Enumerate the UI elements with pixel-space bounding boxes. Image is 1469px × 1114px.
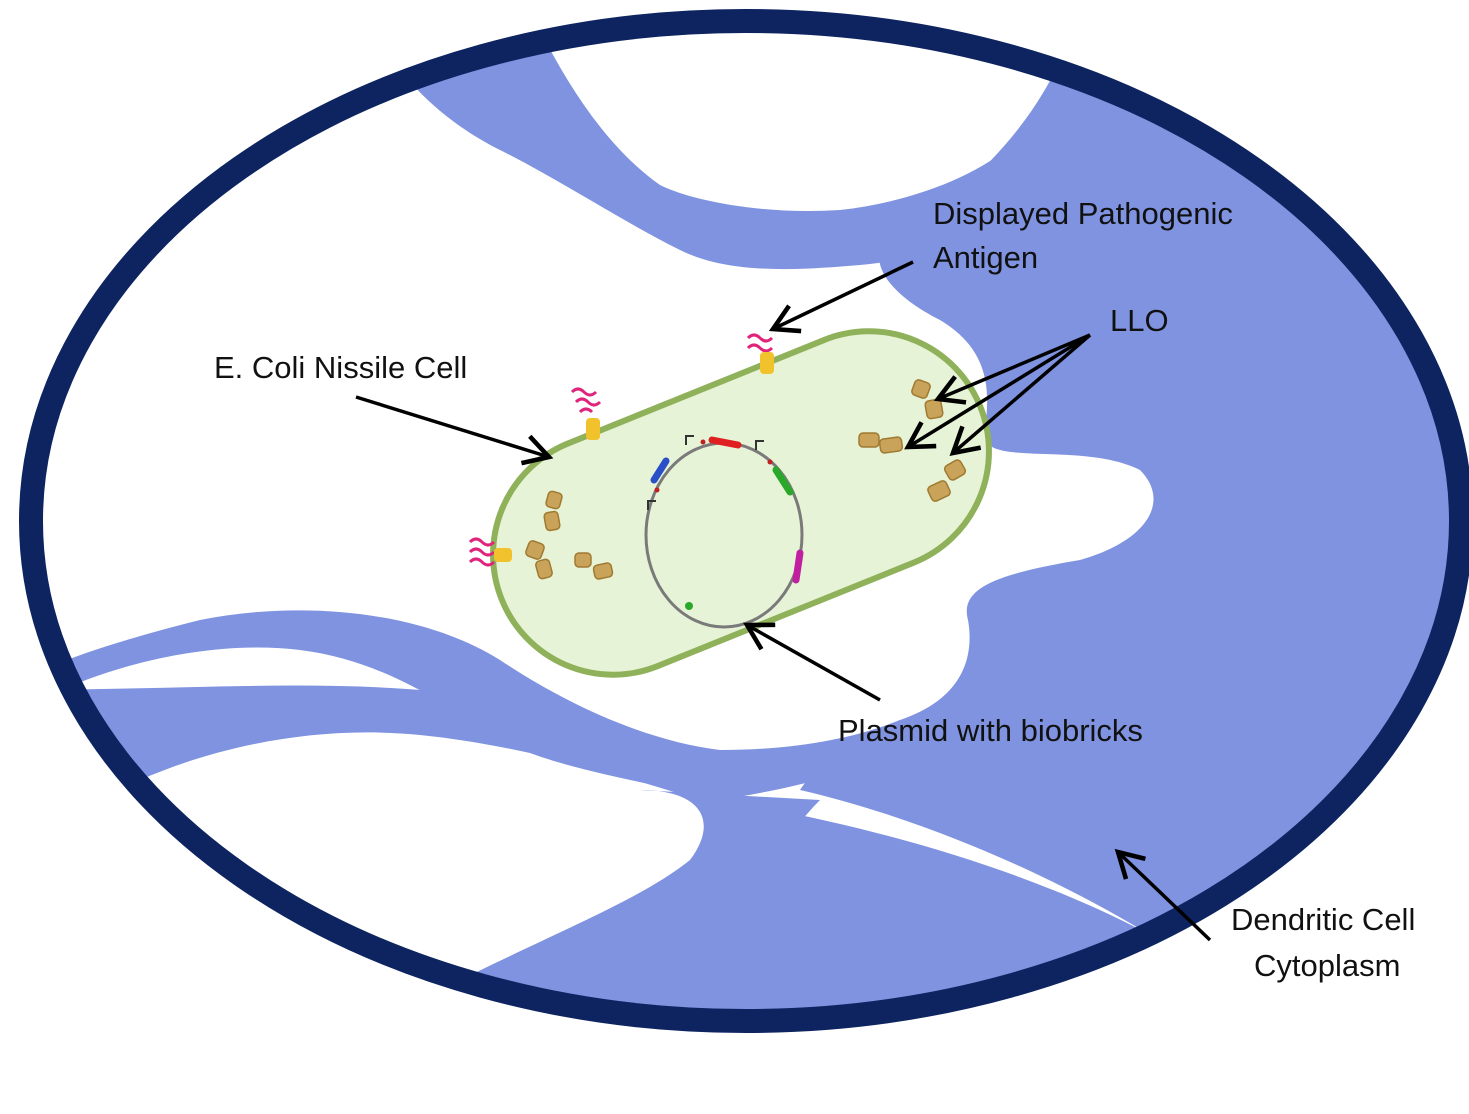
- arrow-ecoli: [355, 395, 554, 466]
- label-displayed-antigen-line2: Antigen: [933, 240, 1038, 275]
- llo-protein: [927, 459, 967, 502]
- cytoplasm-right-region: [800, 60, 1461, 935]
- arrow-llo-1: [933, 333, 1091, 405]
- plasmid: [644, 435, 804, 629]
- antigen-protein: [746, 333, 774, 374]
- arrow-cytoplasm: [1114, 848, 1212, 942]
- arrows: [355, 260, 1212, 942]
- ecoli-cell-body: [490, 328, 992, 678]
- cytoplasm-left-wedge: [31, 685, 700, 800]
- arrow-plasmid: [743, 622, 881, 702]
- cytoplasm-top-branch: [350, 21, 1050, 270]
- biobrick-magenta: [792, 549, 804, 584]
- promoter-icon: [647, 500, 656, 510]
- label-displayed-antigen-line1: Displayed Pathogenic: [933, 196, 1233, 231]
- llo-protein: [525, 540, 553, 580]
- terminator-mark: [700, 439, 706, 445]
- arrow-llo-3: [949, 333, 1092, 456]
- label-dendritic-line1: Dendritic Cell: [1231, 902, 1415, 937]
- label-dendritic-line2: Cytoplasm: [1254, 948, 1400, 983]
- label-ecoli-cell: E. Coli Nissile Cell: [214, 350, 467, 385]
- biobrick-red: [708, 436, 742, 449]
- arrow-llo-2: [904, 333, 1091, 450]
- displayed-antigens: [468, 333, 774, 567]
- biobrick-green: [772, 466, 794, 496]
- llo-protein: [543, 490, 563, 532]
- ecoli-cell: [490, 328, 992, 678]
- arrow-antigen: [768, 260, 914, 334]
- dendritic-cell-membrane: [19, 9, 1469, 1033]
- terminator-mark: [767, 459, 773, 465]
- label-plasmid: Plasmid with biobricks: [838, 713, 1143, 748]
- antigen-protein: [468, 537, 512, 567]
- biobrick-small-green: [685, 602, 693, 610]
- dendritic-cytoplasm: [31, 21, 1461, 1021]
- llo-protein: [858, 432, 904, 454]
- biobrick-blue: [650, 457, 670, 484]
- label-llo: LLO: [1110, 303, 1169, 338]
- llo-proteins: [525, 379, 967, 580]
- terminator-mark: [654, 487, 660, 493]
- llo-protein: [574, 552, 614, 580]
- promoter-icon: [755, 440, 764, 450]
- antigen-protein: [570, 387, 602, 440]
- promoter-icon: [685, 435, 694, 445]
